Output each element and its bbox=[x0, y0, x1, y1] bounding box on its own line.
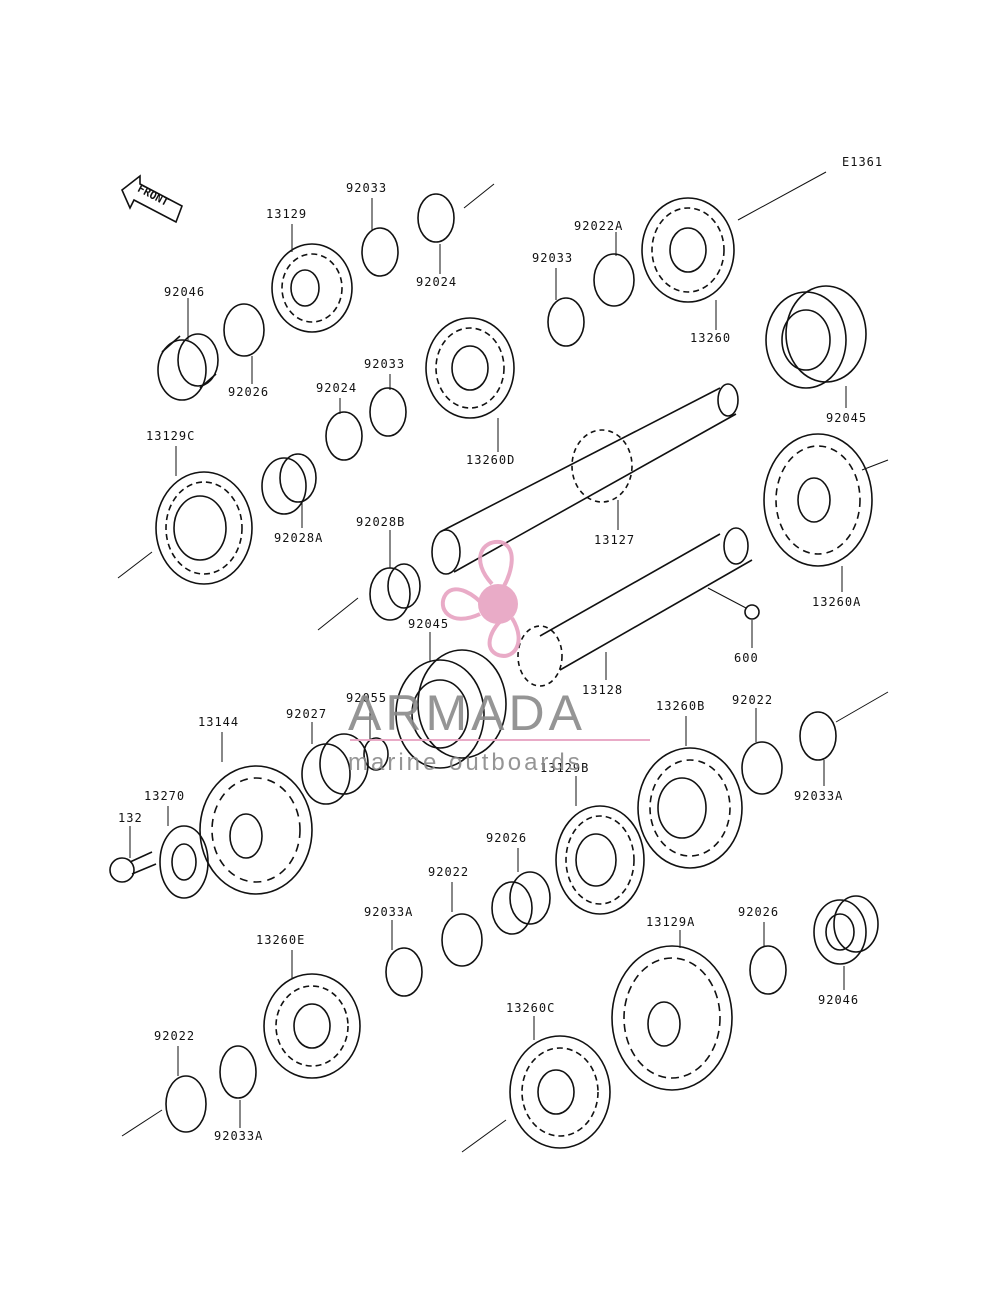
label-92033A-right: 92033A bbox=[794, 789, 843, 803]
label-92022-middle: 92022 bbox=[428, 865, 469, 879]
propeller-logo-icon bbox=[440, 539, 521, 658]
shaft-13128 bbox=[517, 527, 753, 687]
part-labels: 13129 92033 92024 92022A 92033 13260 920… bbox=[118, 181, 867, 1143]
collar-92046-right bbox=[813, 895, 879, 965]
label-92055: 92055 bbox=[346, 691, 387, 705]
watermark-title: ARMADA bbox=[348, 685, 586, 741]
collar-92046-top bbox=[157, 333, 219, 401]
ring-92022-middle bbox=[441, 913, 483, 967]
ring-92033-mid bbox=[547, 297, 585, 347]
gear-13260A bbox=[763, 433, 873, 567]
label-132: 132 bbox=[118, 811, 143, 825]
label-92024-top: 92024 bbox=[416, 275, 457, 289]
bolt-132 bbox=[109, 851, 157, 883]
label-600: 600 bbox=[734, 651, 759, 665]
gear-13260B bbox=[637, 747, 743, 869]
label-92022-right: 92022 bbox=[732, 693, 773, 707]
ring-92024-left bbox=[325, 411, 363, 461]
label-92028B: 92028B bbox=[356, 515, 405, 529]
label-92045-top: 92045 bbox=[826, 411, 867, 425]
label-13144: 13144 bbox=[198, 715, 239, 729]
shaft-13127 bbox=[431, 383, 739, 575]
label-13260A: 13260A bbox=[812, 595, 861, 609]
label-13260B: 13260B bbox=[656, 699, 705, 713]
ring-92033-left bbox=[369, 387, 407, 437]
sprocket-13144 bbox=[199, 765, 313, 895]
label-92026-top: 92026 bbox=[228, 385, 269, 399]
washer-92026-right bbox=[749, 945, 787, 995]
needle-bearing-92028B bbox=[369, 563, 421, 621]
bearing-92045-top bbox=[765, 285, 867, 389]
label-92022-bottom: 92022 bbox=[154, 1029, 195, 1043]
bearing-92045-middle bbox=[395, 649, 507, 769]
ring-92033A-bottom bbox=[219, 1045, 257, 1099]
label-13129: 13129 bbox=[266, 207, 307, 221]
label-13260: 13260 bbox=[690, 331, 731, 345]
label-13129A: 13129A bbox=[646, 915, 695, 929]
label-92026-right: 92026 bbox=[738, 905, 779, 919]
ring-92033-top bbox=[361, 227, 399, 277]
label-92033-left: 92033 bbox=[364, 357, 405, 371]
front-arrow-icon: FRONT bbox=[121, 174, 183, 224]
ring-92033A-right bbox=[799, 711, 837, 761]
gear-13260 bbox=[641, 197, 735, 303]
gear-13260D bbox=[425, 317, 515, 419]
label-13128: 13128 bbox=[582, 683, 623, 697]
label-92046-top: 92046 bbox=[164, 285, 205, 299]
label-13129B: 13129B bbox=[540, 761, 589, 775]
ring-92055 bbox=[363, 737, 389, 771]
label-92045-middle: 92045 bbox=[408, 617, 449, 631]
label-92022A: 92022A bbox=[574, 219, 623, 233]
label-13260E: 13260E bbox=[256, 933, 305, 947]
label-92033A-middle: 92033A bbox=[364, 905, 413, 919]
spacer-92027 bbox=[301, 733, 369, 805]
label-92033A-bottom: 92033A bbox=[214, 1129, 263, 1143]
diagram-id: E1361 bbox=[842, 155, 883, 169]
label-13129C: 13129C bbox=[146, 429, 195, 443]
ring-92022A bbox=[593, 253, 635, 307]
gear-13260E bbox=[263, 973, 361, 1079]
label-92024-left: 92024 bbox=[316, 381, 357, 395]
bushing-92026-middle bbox=[491, 871, 551, 935]
leader-lines bbox=[129, 198, 847, 1128]
label-92046-right: 92046 bbox=[818, 993, 859, 1007]
gear-13129A bbox=[611, 945, 733, 1091]
lock-plate-13270 bbox=[159, 825, 209, 899]
label-92026-middle: 92026 bbox=[486, 831, 527, 845]
gear-13129 bbox=[271, 243, 353, 333]
gear-13129B bbox=[555, 805, 645, 915]
label-13127: 13127 bbox=[594, 533, 635, 547]
direction-lines bbox=[117, 171, 889, 1153]
ring-92033A-middle bbox=[385, 947, 423, 997]
label-13270: 13270 bbox=[144, 789, 185, 803]
needle-bearing-92028A bbox=[261, 453, 317, 515]
gear-13260C bbox=[509, 1035, 611, 1149]
label-92028A: 92028A bbox=[274, 531, 323, 545]
label-13260C: 13260C bbox=[506, 1001, 555, 1015]
label-92033-mid: 92033 bbox=[532, 251, 573, 265]
washer-92026-top bbox=[223, 303, 265, 357]
watermark: ARMADA marine outboards bbox=[348, 539, 650, 776]
front-label: FRONT bbox=[135, 182, 171, 209]
label-92027: 92027 bbox=[286, 707, 327, 721]
ball-600 bbox=[744, 604, 760, 620]
ring-92022-right bbox=[741, 741, 783, 795]
label-13260D: 13260D bbox=[466, 453, 515, 467]
label-92033-top: 92033 bbox=[346, 181, 387, 195]
ring-92022-bottom bbox=[165, 1075, 207, 1133]
gear-13129C bbox=[155, 471, 253, 585]
ring-92024-top bbox=[417, 193, 455, 243]
watermark-subtitle: marine outboards bbox=[348, 749, 583, 776]
